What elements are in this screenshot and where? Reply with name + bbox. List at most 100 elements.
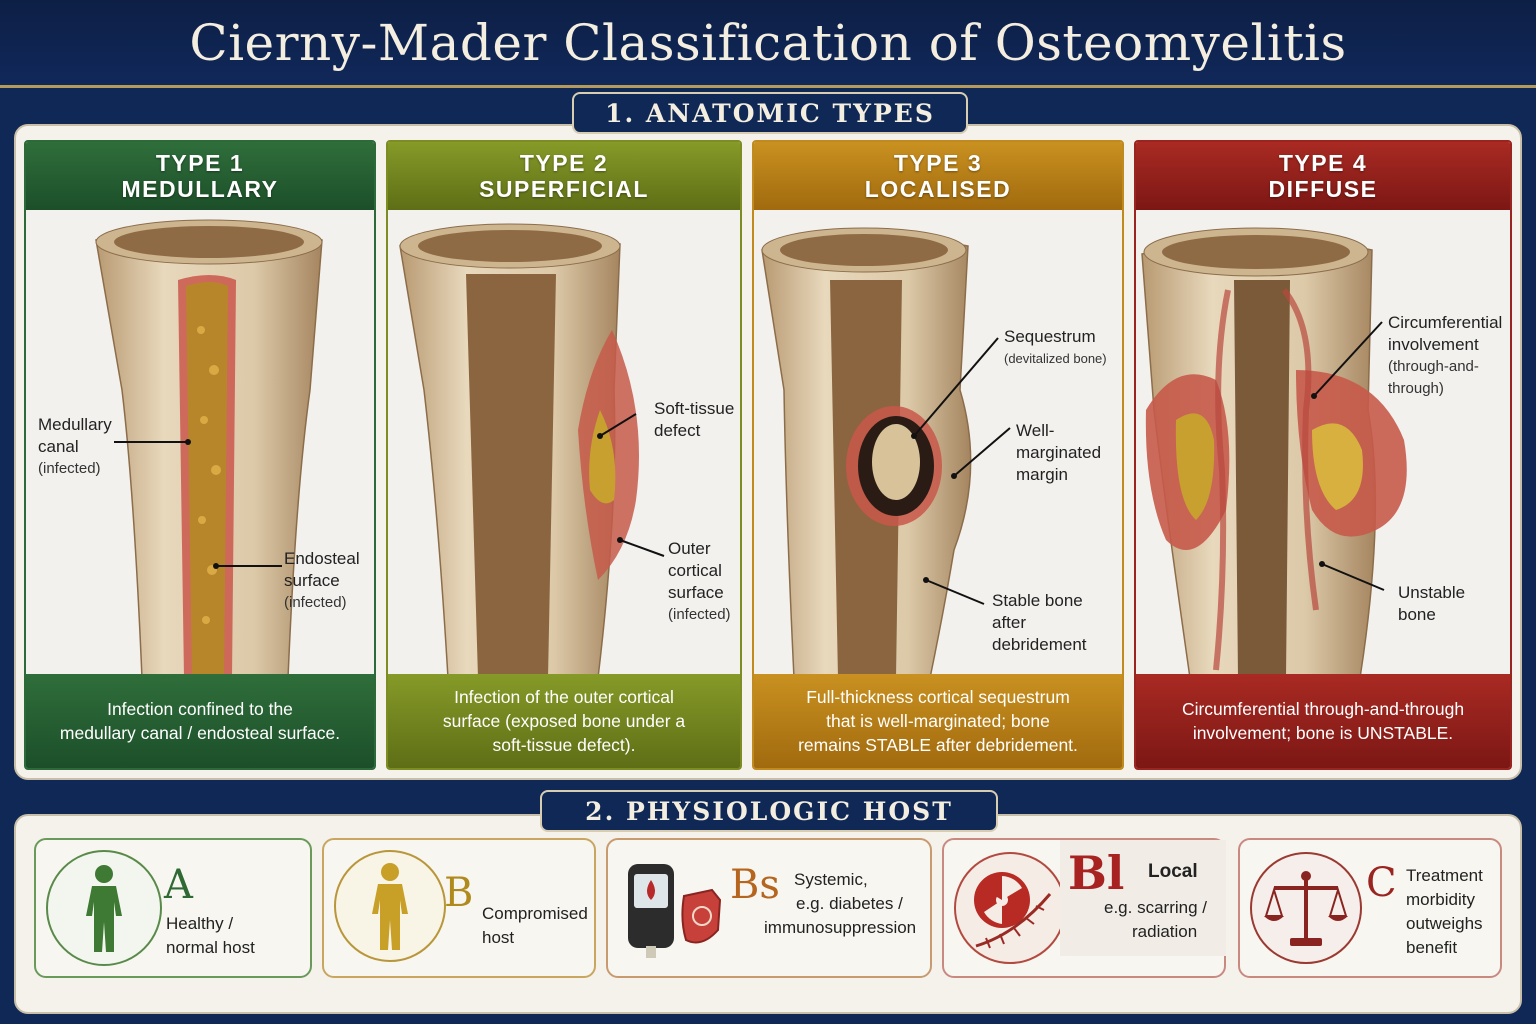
description-line: soft-tissue defect).	[492, 735, 636, 755]
host-letter-b: B	[444, 870, 474, 916]
host-card-bs: Bs Systemic, e.g. diabetes / immunosuppr…	[606, 838, 932, 978]
annotation-line: debridement	[992, 635, 1087, 654]
annotation-sub: (through-and- through)	[1388, 358, 1479, 397]
host-letter-c: C	[1366, 860, 1397, 906]
host-text-line: Compromised	[482, 904, 588, 923]
description-line: remains STABLE after debridement.	[798, 735, 1078, 755]
type-name: LOCALISED	[864, 176, 1012, 202]
type-card-diffuse: TYPE 4 DIFFUSE Cir	[1134, 140, 1512, 770]
annotation-medullary-canal: Medullary canal (infected)	[38, 414, 112, 480]
host-description-a: Healthy / normal host	[166, 912, 255, 960]
type-description: Full-thickness cortical sequestrum that …	[754, 674, 1122, 768]
annotation-line: surface	[284, 571, 340, 590]
host-text-line: e.g. diabetes /	[796, 894, 903, 913]
host-description-b: Compromised host	[482, 902, 588, 950]
annotation-sub: (infected)	[284, 594, 347, 611]
glucometer-icon	[622, 860, 732, 960]
type-name: SUPERFICIAL	[479, 176, 649, 202]
type-description: Infection of the outer cortical surface …	[388, 674, 740, 768]
annotation-line: Sequestrum	[1004, 327, 1096, 346]
scales-icon	[1250, 852, 1362, 964]
annotation-sub: (devitalized bone)	[1004, 351, 1107, 366]
annotation-line: canal	[38, 437, 79, 456]
description-line: involvement; bone is UNSTABLE.	[1192, 723, 1454, 743]
annotation-circumferential-involvement: Circumferential involvement (through-and…	[1388, 312, 1502, 400]
host-text-line: benefit	[1406, 938, 1458, 957]
annotation-line: Circumferential	[1388, 313, 1503, 332]
annotation-line: marginated	[1016, 443, 1102, 462]
description-line: Infection of the outer cortical	[454, 687, 674, 707]
description-line: Full-thickness cortical sequestrum	[806, 687, 1070, 707]
section-label-anatomic: 1. ANATOMIC TYPES	[572, 92, 968, 134]
annotation-line: Outer	[668, 539, 711, 558]
host-letter-bs: Bs	[730, 862, 780, 908]
type-number: TYPE 1	[155, 150, 245, 176]
type-header: TYPE 4 DIFFUSE	[1136, 142, 1510, 210]
host-text-line: immunosuppression	[764, 918, 917, 937]
type-illustration	[26, 210, 374, 679]
description-line: surface (exposed bone under a	[442, 711, 686, 731]
host-text-line: Systemic,	[794, 870, 868, 889]
page-title: Cierny-Mader Classification of Osteomyel…	[189, 13, 1347, 72]
description-line: Circumferential through-and-through	[1181, 699, 1465, 719]
annotation-line: Medullary	[38, 415, 112, 434]
host-letter-a: A	[164, 862, 193, 908]
host-text-line: normal host	[166, 938, 255, 957]
annotation-unstable-bone: Unstable bone	[1398, 582, 1465, 626]
annotation-outer-cortical-surface: Outer cortical surface (infected)	[668, 538, 731, 626]
annotation-line: Unstable	[1398, 583, 1466, 602]
annotation-well-marginated-margin: Well- marginated margin	[1016, 420, 1101, 486]
radiation-icon	[954, 852, 1066, 964]
annotation-line: involvement	[1388, 335, 1479, 354]
annotation-sub: (infected)	[38, 460, 101, 477]
localised-bone-icon	[761, 227, 1011, 679]
type-card-localised: TYPE 3 LOCALISED Sequestr	[752, 140, 1124, 770]
type-number: TYPE 3	[893, 150, 983, 176]
type-header: TYPE 2 SUPERFICIAL	[388, 142, 740, 210]
host-card-bl: Bl Local e.g. scarring / radiation	[942, 838, 1226, 978]
healthy-person-icon	[46, 850, 162, 966]
description-line: that is well-marginated; bone	[826, 711, 1050, 731]
diffuse-bone-icon	[1141, 227, 1407, 679]
type-name: DIFFUSE	[1268, 176, 1378, 202]
section-label-physiologic: 2. PHYSIOLOGIC HOST	[540, 790, 998, 832]
annotation-line: Soft-tissue	[654, 399, 735, 418]
host-text-line: Treatment	[1406, 866, 1483, 885]
annotation-endosteal-surface: Endosteal surface (infected)	[284, 548, 360, 614]
type-header: TYPE 3 LOCALISED	[754, 142, 1122, 210]
annotation-line: Endosteal	[284, 549, 360, 568]
host-description-c: Treatment morbidity outweighs benefit	[1406, 864, 1483, 960]
host-card-b: B Compromised host	[322, 838, 596, 978]
annotation-line: bone	[1398, 605, 1436, 624]
host-description-bs: Systemic, e.g. diabetes / immunosuppress…	[764, 868, 916, 940]
annotation-line: margin	[1016, 465, 1068, 484]
compromised-person-icon	[334, 850, 446, 962]
host-text-line: Healthy /	[166, 914, 234, 933]
host-text-line: radiation	[1132, 922, 1198, 941]
host-text-line: host	[482, 928, 515, 947]
host-card-c: C Treatment morbidity outweighs benefit	[1238, 838, 1502, 978]
host-text-line: e.g. scarring /	[1104, 898, 1207, 917]
bl-label-backdrop	[1060, 840, 1226, 956]
host-title-bl: Local	[1148, 861, 1198, 882]
description-line: Infection confined to the	[107, 699, 293, 719]
annotation-line: Well-	[1016, 421, 1055, 440]
superficial-bone-icon	[399, 223, 665, 679]
host-text-line: morbidity	[1406, 890, 1475, 909]
title-bar: Cierny-Mader Classification of Osteomyel…	[0, 0, 1536, 88]
annotation-sub: (infected)	[668, 606, 731, 623]
annotation-soft-tissue-defect: Soft-tissue defect	[654, 398, 734, 442]
annotation-stable-bone: Stable bone after debridement	[992, 590, 1087, 656]
type-illustration	[1136, 210, 1510, 679]
host-text-line: outweighs	[1406, 914, 1483, 933]
type-illustration	[754, 210, 1122, 679]
type-card-medullary: TYPE 1 MEDULLARY	[24, 140, 376, 770]
host-card-a: A Healthy / normal host	[34, 838, 312, 978]
type-number: TYPE 4	[1278, 150, 1368, 176]
annotation-line: cortical	[668, 561, 722, 580]
type-card-superficial: TYPE 2 SUPERFICIAL Soft-tissue defect	[386, 140, 742, 770]
type-number: TYPE 2	[519, 150, 609, 176]
type-description: Infection confined to the medullary cana…	[26, 674, 374, 768]
type-header: TYPE 1 MEDULLARY	[26, 142, 374, 210]
type-name: MEDULLARY	[121, 176, 279, 202]
